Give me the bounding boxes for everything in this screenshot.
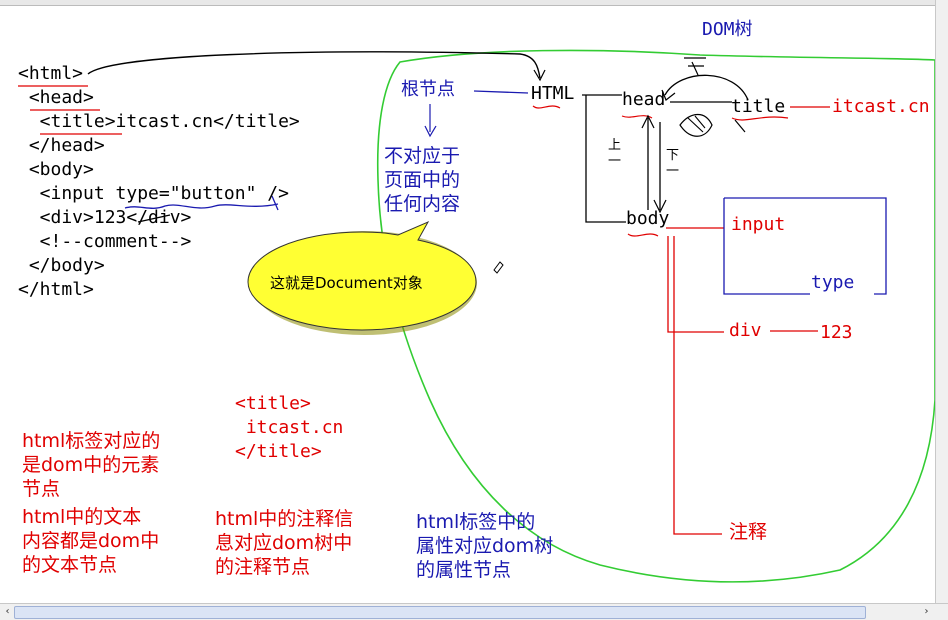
code-line-head-close: </head> (18, 135, 105, 156)
sibling-down-label: 下 一 (666, 148, 680, 179)
pencil-cursor-icon (493, 261, 504, 274)
code-line-body-close: </body> (18, 255, 105, 276)
code-line-title: <title>itcast.cn</title> (18, 111, 300, 132)
code-line-body-open: <body> (18, 159, 94, 180)
tree-node-html: HTML (531, 83, 575, 104)
note-element-nodes: html标签对应的 是dom中的元素 节点 (22, 430, 161, 500)
tree-node-body: body (626, 208, 670, 229)
code-line-input: <input type="button" /> (18, 183, 289, 204)
code-line-head-open: <head> (18, 87, 94, 108)
note-attribute-nodes: html标签中的 属性对应dom树 的属性节点 (416, 511, 554, 581)
note-text-nodes: html中的文本 内容都是dom中 的文本节点 (22, 506, 160, 576)
code-line-comment: <!--comment--> (18, 231, 192, 252)
document-boundary (376, 49, 936, 583)
tree-node-comment: 注释 (729, 521, 768, 543)
code-line-div: <div>123</div> (18, 207, 192, 228)
scroll-right-arrow-icon[interactable]: › (924, 606, 929, 617)
dom-tree-title: DOM树 (702, 19, 753, 40)
tree-node-title: title (731, 96, 786, 117)
document-bubble-text: 这就是Document对象 (270, 274, 423, 292)
window-top-edge (0, 0, 935, 6)
tree-node-div: div (729, 320, 762, 341)
title-snippet: <title> itcast.cn </title> (235, 393, 344, 462)
tree-node-input: input (731, 214, 786, 235)
sibling-up-label: 上 一 (608, 138, 622, 169)
code-line-html-close: </html> (18, 279, 94, 300)
vertical-scrollbar[interactable] (935, 0, 948, 603)
tree-node-head: head (622, 89, 666, 110)
tree-text-123: 123 (820, 322, 853, 343)
document-bubble-shape (247, 220, 477, 331)
tree-text-itcast: itcast.cn (832, 96, 930, 117)
code-line-html-open: <html> (18, 63, 84, 84)
root-node-note: 不对应于 页面中的 任何内容 (384, 145, 461, 215)
horizontal-scrollbar[interactable]: ‹ › (0, 603, 948, 620)
scroll-left-arrow-icon[interactable]: ‹ (5, 606, 10, 617)
horizontal-scroll-thumb[interactable] (14, 606, 866, 619)
note-comment-nodes: html中的注释信 息对应dom树中 的注释节点 (215, 508, 354, 578)
root-node-label: 根节点 (401, 79, 455, 100)
tree-attr-type: type (811, 272, 855, 293)
